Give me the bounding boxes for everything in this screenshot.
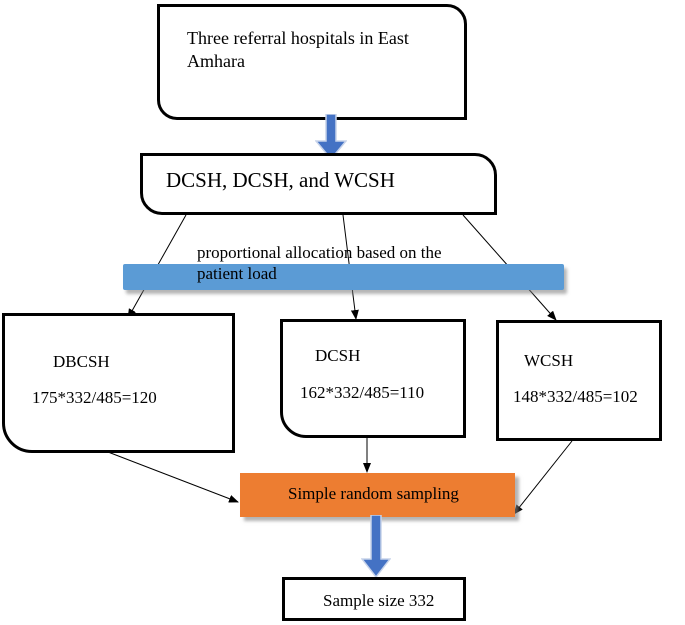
hospital-node-dbcsh: DBCSH 175*332/485=120: [2, 313, 235, 453]
hospital-node-dcsh: DCSH 162*332/485=110: [280, 319, 466, 438]
hospital-formula-wcsh: 148*332/485=102: [513, 387, 638, 406]
down-block-arrow-icon: [315, 114, 347, 160]
down-block-arrow-icon: [361, 515, 391, 578]
referral-hospitals-box: Three referral hospitals in East Amhara: [157, 4, 467, 120]
allocation-text: proportional allocation based on the pat…: [197, 243, 442, 283]
sampling-text: Simple random sampling: [288, 484, 459, 503]
hospital-formula-dcsh: 162*332/485=110: [300, 383, 425, 402]
hospital-name-dcsh: DCSH: [315, 346, 361, 365]
sample-size-text: Sample size 332: [323, 591, 435, 610]
arrow-dbcsh-to-sampling: [107, 451, 239, 503]
allocation-band: [123, 264, 564, 290]
hospitals-text: DCSH, DCSH, and WCSH: [166, 168, 395, 192]
hospital-formula-dbcsh: 175*332/485=120: [32, 388, 157, 407]
hospital-name-wcsh: WCSH: [524, 351, 574, 370]
sampling-band: [240, 473, 515, 517]
hospitals-box: DCSH, DCSH, and WCSH: [140, 153, 497, 215]
referral-hospitals-text: Three referral hospitals in East Amhara: [187, 28, 409, 71]
hospital-node-wcsh: WCSH 148*332/485=102: [496, 320, 662, 441]
arrow-wcsh-to-sampling: [513, 440, 573, 515]
hospital-name-dbcsh: DBCSH: [53, 352, 110, 371]
sample-size-box: Sample size 332: [282, 577, 466, 621]
